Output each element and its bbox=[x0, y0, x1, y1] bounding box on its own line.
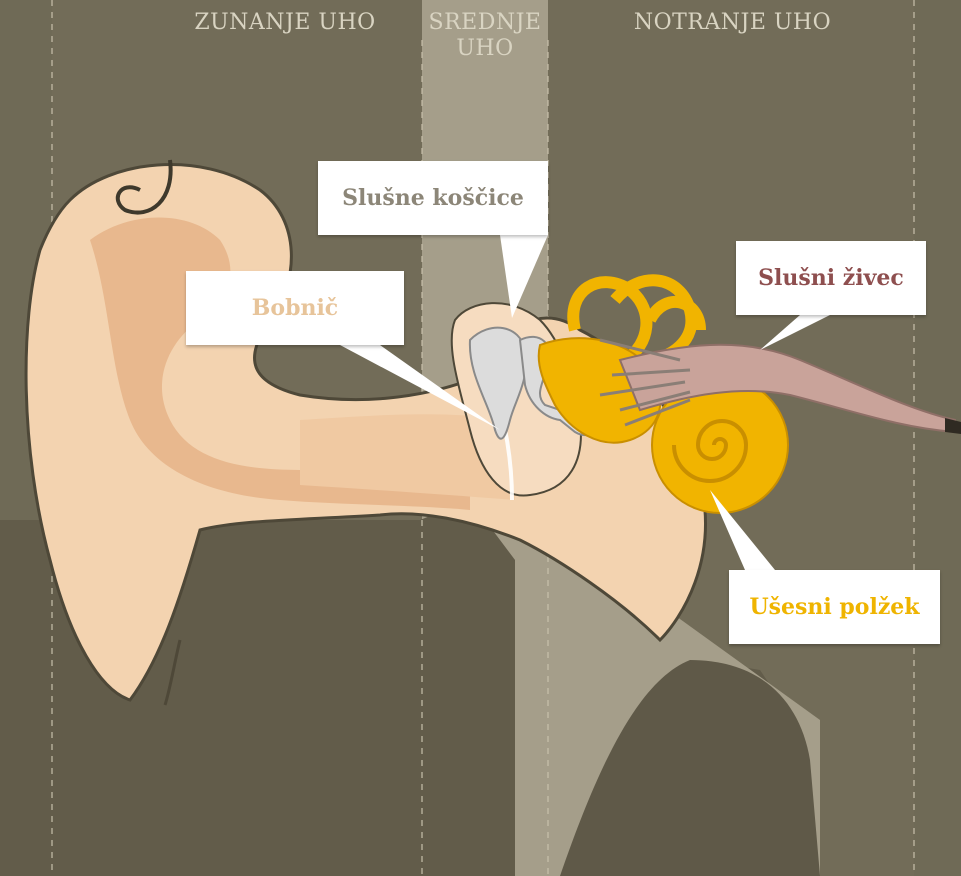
label-cochlea: Ušesni polžek bbox=[729, 570, 940, 644]
label-ossicles: Slušne koščice bbox=[318, 161, 548, 235]
header-inner-ear: NOTRANJE UHO bbox=[605, 10, 860, 36]
header-outer-ear: ZUNANJE UHO bbox=[180, 10, 390, 36]
label-eardrum: Bobnič bbox=[186, 271, 404, 345]
header-middle-ear: SREDNJE UHO bbox=[425, 10, 545, 62]
label-nerve: Slušni živec bbox=[736, 241, 926, 315]
